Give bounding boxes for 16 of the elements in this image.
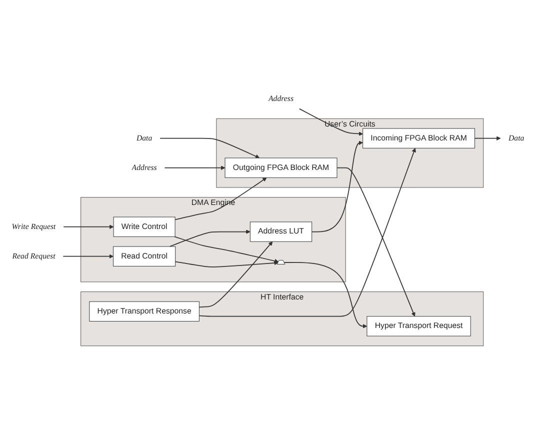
arrow — [474, 136, 501, 140]
arrow — [198, 148, 416, 317]
arrow — [336, 167, 416, 317]
arrow — [284, 262, 368, 328]
arrow — [169, 230, 250, 247]
node-trapezoid — [276, 260, 286, 264]
arrow — [63, 224, 114, 229]
arrow — [160, 138, 260, 158]
arrow — [311, 140, 363, 232]
arrow — [174, 260, 278, 268]
arrow — [174, 236, 279, 264]
arrow — [198, 241, 273, 308]
arrow — [174, 177, 267, 220]
arrow — [62, 254, 114, 259]
arrow — [164, 166, 226, 170]
arrow — [299, 108, 363, 136]
